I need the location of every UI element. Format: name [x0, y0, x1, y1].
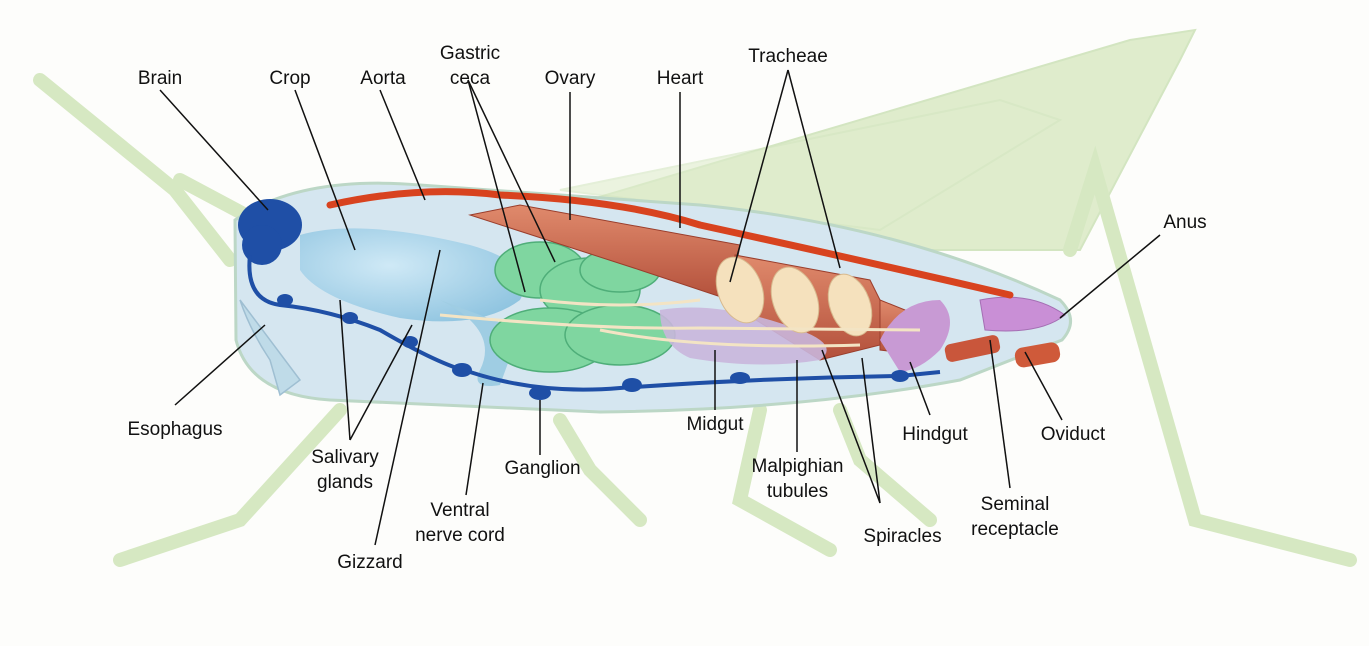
- label-brain: Brain: [120, 66, 200, 91]
- label-text: ceca: [420, 66, 520, 91]
- label-heart: Heart: [640, 66, 720, 91]
- label-crop: Crop: [255, 66, 325, 91]
- label-malpighian-tubules: Malpighian tubules: [730, 454, 865, 504]
- label-aorta: Aorta: [343, 66, 423, 91]
- label-text: Ovary: [530, 66, 610, 91]
- label-text: Gastric: [420, 41, 520, 66]
- label-tracheae: Tracheae: [733, 44, 843, 69]
- label-midgut: Midgut: [665, 412, 765, 437]
- label-gastric-ceca: Gastric ceca: [420, 41, 520, 91]
- label-text: Brain: [120, 66, 200, 91]
- label-text: Ventral: [400, 498, 520, 523]
- label-text: Salivary: [290, 445, 400, 470]
- label-ventral-nerve-cord: Ventral nerve cord: [400, 498, 520, 548]
- label-hindgut: Hindgut: [880, 422, 990, 447]
- label-text: Midgut: [665, 412, 765, 437]
- label-text: Esophagus: [110, 417, 240, 442]
- label-text: Anus: [1145, 210, 1225, 235]
- label-anus: Anus: [1145, 210, 1225, 235]
- label-text: Malpighian: [730, 454, 865, 479]
- label-text: Aorta: [343, 66, 423, 91]
- label-text: Gizzard: [320, 550, 420, 575]
- label-text: Spiracles: [845, 524, 960, 549]
- label-esophagus: Esophagus: [110, 417, 240, 442]
- label-text: Heart: [640, 66, 720, 91]
- label-text: Hindgut: [880, 422, 990, 447]
- label-gizzard: Gizzard: [320, 550, 420, 575]
- label-text: Tracheae: [733, 44, 843, 69]
- label-ganglion: Ganglion: [485, 456, 600, 481]
- label-text: Seminal: [950, 492, 1080, 517]
- label-spiracles: Spiracles: [845, 524, 960, 549]
- label-seminal-receptacle: Seminal receptacle: [950, 492, 1080, 542]
- label-text: Oviduct: [1018, 422, 1128, 447]
- label-text: tubules: [730, 479, 865, 504]
- label-text: glands: [290, 470, 400, 495]
- label-oviduct: Oviduct: [1018, 422, 1128, 447]
- label-text: Crop: [255, 66, 325, 91]
- label-salivary-glands: Salivary glands: [290, 445, 400, 495]
- label-text: receptacle: [950, 517, 1080, 542]
- label-ovary: Ovary: [530, 66, 610, 91]
- label-text: Ganglion: [485, 456, 600, 481]
- label-text: nerve cord: [400, 523, 520, 548]
